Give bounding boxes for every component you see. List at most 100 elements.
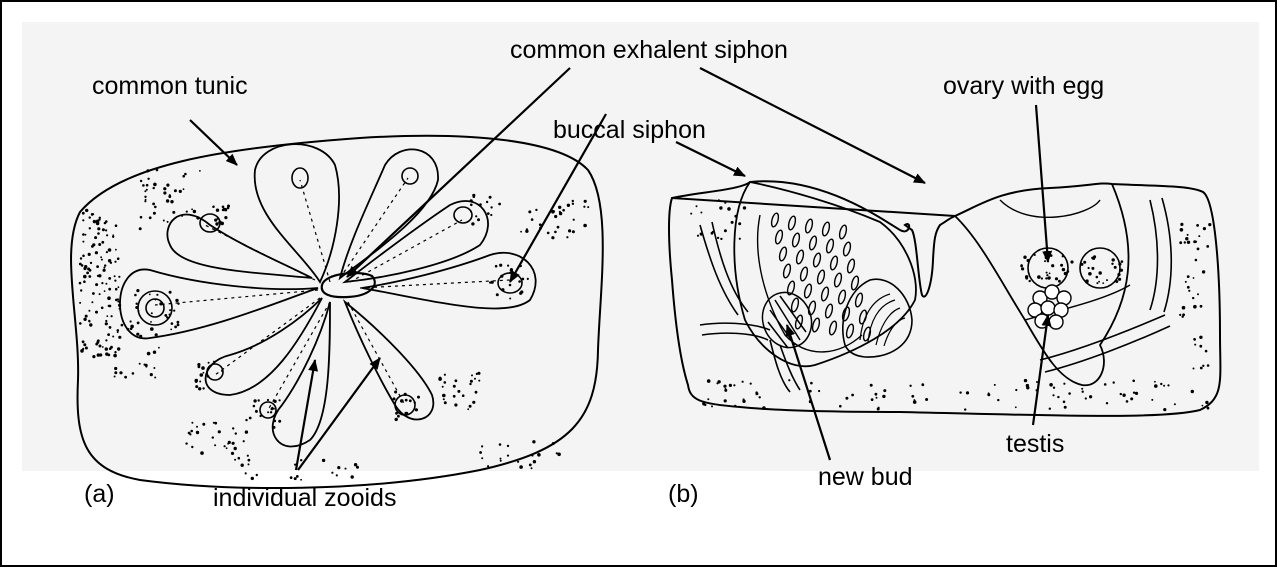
stipple-dot — [759, 396, 761, 398]
stipple-dot — [88, 320, 90, 322]
stipple-dot — [97, 227, 100, 230]
stipple-dot — [509, 284, 512, 287]
stipple-dot — [270, 411, 272, 413]
stipple-dot — [224, 216, 227, 219]
stipple-dot — [1180, 228, 1184, 232]
stipple-dot — [153, 183, 157, 187]
stipple-dot — [711, 232, 714, 235]
stipple-dot — [100, 256, 102, 258]
stipple-dot — [724, 399, 727, 402]
stipple-dot — [103, 267, 105, 269]
stipple-dot — [322, 459, 325, 462]
stipple-dot — [1205, 350, 1208, 353]
stipple-dot — [152, 203, 155, 206]
stipple-dot — [108, 277, 111, 280]
stipple-dot — [499, 264, 502, 267]
stipple-dot — [528, 210, 531, 213]
stipple-dot — [1208, 223, 1211, 226]
stipple-dot — [153, 212, 156, 215]
stipple-dot — [1196, 224, 1199, 227]
stipple-dot — [140, 216, 143, 219]
stipple-dot — [554, 215, 557, 218]
stipple-dot — [529, 464, 532, 467]
stipple-dot — [95, 343, 98, 346]
stipple-dot — [144, 190, 146, 192]
stipple-dot — [232, 442, 235, 445]
stipple-dot — [146, 169, 149, 172]
stipple-dot — [83, 318, 86, 321]
stipple-dot — [1180, 223, 1183, 226]
stipple-dot — [300, 479, 302, 481]
stipple-dot — [97, 275, 99, 277]
gill-slit — [795, 249, 804, 264]
stipple-dot — [1112, 258, 1115, 261]
stipple-dot — [723, 385, 726, 388]
stipple-dot — [251, 477, 254, 480]
stipple-dot — [720, 238, 722, 240]
stipple-dot — [1206, 245, 1209, 248]
stipple-dot — [1202, 270, 1205, 273]
stipple-dot — [489, 196, 492, 199]
stipple-dot — [115, 249, 117, 251]
stipple-dot — [95, 251, 98, 254]
stipple-dot — [354, 463, 357, 466]
zooid-2 — [340, 149, 438, 278]
stipple-dot — [156, 294, 158, 296]
stipple-dot — [84, 265, 87, 268]
label-testis: testis — [1006, 432, 1064, 457]
stipple-dot — [1026, 386, 1029, 389]
stipple-dot — [245, 419, 247, 421]
stipple-dot — [337, 466, 340, 469]
stipple-dot — [697, 235, 699, 237]
stipple-dot — [195, 385, 198, 388]
stipple-dot — [1046, 272, 1048, 274]
stipple-dot — [1052, 394, 1054, 396]
stipple-dot — [105, 283, 107, 285]
stipple-dot — [331, 472, 333, 474]
stipple-dot — [481, 457, 483, 459]
zooid-9 — [345, 302, 433, 419]
gill-slit — [816, 269, 825, 284]
stipple-dot — [1068, 392, 1071, 395]
stipple-dot — [724, 389, 727, 392]
stipple-dot — [572, 203, 574, 205]
stipple-dot — [1197, 248, 1200, 251]
stipple-dot — [255, 410, 258, 413]
stipple-dot — [108, 248, 112, 252]
stipple-dot — [184, 173, 187, 176]
stipple-dot — [185, 442, 187, 444]
arrow-ovary — [1036, 105, 1048, 262]
stipple-dot — [1037, 275, 1041, 279]
stipple-dot — [393, 397, 396, 400]
stipple-dot — [1163, 385, 1165, 387]
stipple-dot — [212, 436, 214, 438]
stipple-dot — [101, 307, 104, 310]
stipple-dot — [1104, 383, 1107, 386]
stipple-dot — [519, 465, 523, 469]
stipple-dot — [1053, 387, 1055, 389]
stipple-dot — [191, 208, 193, 210]
stipple-dot — [473, 195, 476, 198]
stipple-dot — [1126, 400, 1129, 403]
stipple-dot — [82, 233, 85, 236]
label-common-exhalent-siphon: common exhalent siphon — [510, 38, 788, 63]
stipple-dot — [442, 386, 444, 388]
stipple-dot — [1205, 401, 1208, 404]
stipple-dot — [127, 328, 130, 331]
stipple-dot — [479, 203, 482, 206]
stipple-dot — [177, 321, 180, 324]
stipple-dot — [531, 218, 534, 221]
stipple-dot — [89, 323, 92, 326]
stipple-dot — [224, 445, 226, 447]
stipple-dot — [249, 417, 252, 420]
stipple-dot — [1160, 383, 1162, 385]
stipple-dot — [134, 294, 137, 297]
stipple-dot — [118, 336, 121, 339]
stipple-dot — [98, 243, 101, 246]
stipple-dot — [1106, 279, 1108, 281]
stipple-dot — [135, 306, 138, 309]
gill-slit — [842, 241, 851, 256]
gill-slit — [825, 238, 834, 253]
stipple-dot — [1182, 306, 1186, 310]
stipple-dot — [97, 232, 100, 235]
